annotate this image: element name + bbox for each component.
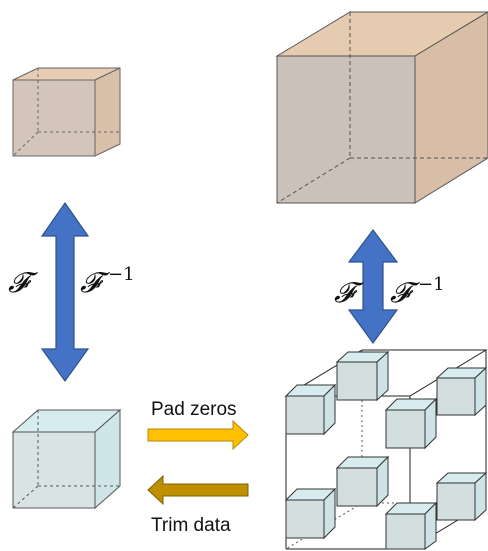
large-tan-cube bbox=[275, 11, 488, 204]
corner-cube-front-bottom-right bbox=[384, 501, 438, 550]
trim-data-label: Trim data bbox=[151, 515, 231, 536]
pad-zeros-arrow bbox=[147, 419, 249, 451]
inverse-transform-right: 𝓕 bbox=[390, 276, 420, 309]
inverse-exponent-right: −1 bbox=[418, 274, 445, 295]
forward-transform-right: 𝓕 bbox=[334, 276, 364, 309]
forward-transform-left: 𝓕 bbox=[8, 266, 38, 299]
right-double-arrow bbox=[347, 229, 399, 345]
inverse-exponent-left: −1 bbox=[108, 264, 135, 285]
small-blue-cube bbox=[11, 408, 122, 510]
corner-cube-front-top-right bbox=[384, 397, 438, 450]
corner-cube-back-bottom-right bbox=[435, 471, 488, 522]
corner-cube-front-top-left bbox=[284, 383, 337, 436]
corner-cube-front-bottom-left bbox=[284, 487, 337, 540]
pad-zeros-label: Pad zeros bbox=[151, 399, 237, 420]
padded-cube bbox=[284, 349, 488, 550]
corner-cube-back-bottom-left bbox=[335, 455, 390, 508]
small-tan-cube bbox=[12, 67, 121, 157]
corner-cube-back-top-right bbox=[435, 366, 488, 417]
inverse-transform-left: 𝓕 bbox=[80, 266, 110, 299]
left-double-arrow bbox=[40, 201, 90, 383]
corner-cube-back-top-left bbox=[335, 350, 390, 402]
trim-data-arrow bbox=[147, 474, 249, 506]
